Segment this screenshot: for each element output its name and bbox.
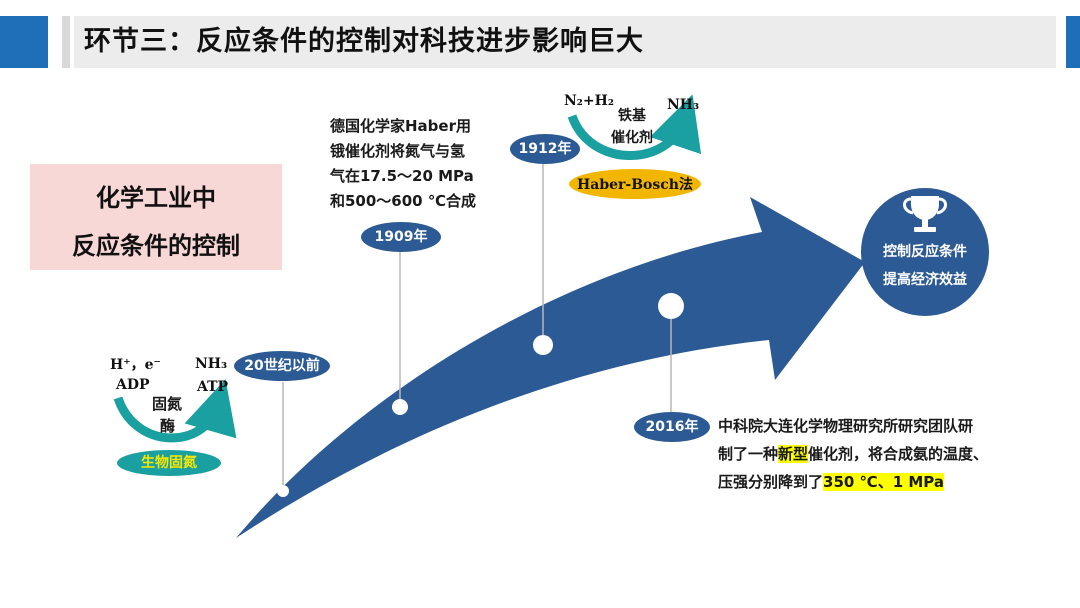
hb-reactant: N₂+H₂ [564, 93, 615, 109]
label-1909: 1909年 [361, 222, 441, 252]
hb-catalyst-1: 铁基 [618, 108, 646, 124]
title-accent [62, 16, 70, 68]
goal-circle [861, 188, 989, 316]
bio-fixation-arrow [113, 379, 237, 443]
timeline-dot-pre20 [277, 485, 289, 497]
topic-line-1: 化学工业中 [96, 184, 216, 212]
hb-catalyst-2: 催化剂 [611, 130, 653, 146]
goal-line-2: 提高经济效益 [883, 272, 967, 288]
hb-product: NH₃ [667, 97, 700, 113]
bio-fixation-oval [117, 450, 221, 476]
desc-1909-line-1: 德国化学家Haber用 [330, 117, 471, 135]
timeline-dot-1909 [392, 399, 408, 415]
haber-bosch-oval [569, 169, 701, 199]
desc-2016-line-2a: 制了一种 [718, 445, 779, 463]
page-title: 环节三：反应条件的控制对科技进步影响巨大 [84, 26, 644, 57]
desc-2016-line-3a: 压强分别降到了 [718, 473, 824, 491]
bio-reactant-1: H⁺，e⁻ [110, 357, 161, 373]
trophy-icon [903, 196, 947, 232]
desc-2016-line-1: 中科院大连化学物理研究所研究团队研 [718, 417, 974, 435]
topic-box: 化学工业中 反应条件的控制 [30, 164, 282, 270]
header-left-block [0, 16, 48, 68]
label-2016: 2016年 [634, 412, 710, 442]
topic-line-2: 反应条件的控制 [72, 232, 240, 260]
desc-1909-line-3: 气在17.5～20 MPa [330, 167, 474, 185]
bio-product-1: NH₃ [195, 356, 228, 372]
label-pre20: 20世纪以前 [234, 351, 330, 381]
bio-reactant-2: ADP [116, 377, 150, 393]
title-bar [74, 16, 1056, 68]
timeline-dot-1912 [533, 335, 553, 355]
bio-process-label: 生物固氮 [141, 455, 197, 471]
hb-process-label: Haber-Bosch法 [577, 177, 693, 193]
bio-catalyst-1: 固氮 [152, 395, 183, 413]
bio-product-2: ATP [197, 379, 229, 395]
desc-2016-line-2b: 催化剂，将合成氨的温度、 [808, 445, 989, 463]
haber-bosch-arrow [567, 94, 702, 160]
timeline-dot-2016 [658, 293, 684, 319]
desc-2016-line-2: 制了一种新型催化剂，将合成氨的温度、 [718, 442, 988, 466]
desc-1909-line-4: 和500～600 ℃合成 [330, 192, 477, 210]
highlight-conditions: 350 ℃、1 MPa [823, 473, 945, 491]
header-right-block [1066, 16, 1080, 68]
progress-arrow [236, 197, 865, 538]
highlight-new-type: 新型 [778, 445, 809, 463]
goal-line-1: 控制反应条件 [883, 244, 967, 260]
desc-2016-line-3: 压强分别降到了350 ℃、1 MPa [718, 470, 945, 494]
label-1912: 1912年 [510, 134, 580, 164]
desc-1909-line-2: 锇催化剂将氮气与氢 [330, 142, 466, 160]
bio-catalyst-2: 酶 [160, 417, 176, 435]
